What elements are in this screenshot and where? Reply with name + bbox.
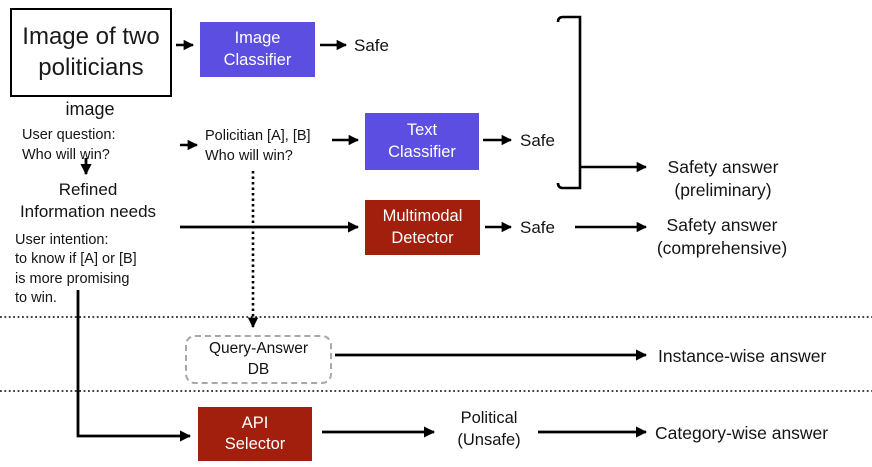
safety-answer-preliminary-line: (preliminary)	[674, 179, 772, 200]
refined-information-needs-label: Refined Information needs	[0, 179, 176, 224]
input-image-line: Image of two	[22, 23, 160, 51]
politician-query-line: Policitian [A], [B]	[205, 128, 311, 144]
input-image-node: Image of two politicians	[10, 8, 172, 97]
safe-label-multimodal: Safe	[520, 218, 555, 237]
query-answer-db-line: DB	[247, 360, 270, 378]
query-answer-db-node: Query-Answer DB	[185, 335, 332, 384]
image-classifier-line: Classifier	[223, 50, 292, 69]
user-question-line: User question:	[22, 127, 116, 143]
user-question-line: Who will win?	[22, 146, 110, 163]
text-classifier-line: Classifier	[388, 142, 456, 161]
image-classifier-node: Image Classifier	[200, 22, 315, 77]
text-classifier-node: Text Classifier	[365, 113, 479, 170]
api-selector-line: API	[241, 413, 269, 432]
text-classifier-line: Text	[406, 121, 438, 140]
political-unsafe-label: Political (Unsafe)	[448, 407, 530, 452]
safety-answer-comprehensive-line: Safety answer	[666, 215, 778, 235]
category-wise-answer-label: Category-wise answer	[655, 423, 829, 443]
instance-wise-answer-label: Instance-wise answer	[658, 346, 827, 366]
user-question-label: User question: Who will win?	[22, 126, 116, 165]
safety-answer-comprehensive-line: (comprehensive)	[656, 237, 788, 258]
political-unsafe-line: (Unsafe)	[457, 431, 521, 450]
multimodal-detector-line: Multimodal	[382, 207, 463, 226]
safety-answer-comprehensive-label: Safety answer (comprehensive)	[634, 214, 810, 260]
image-classifier-line: Image	[234, 29, 281, 48]
user-intention-line: to win.	[15, 289, 57, 306]
input-image-line: politicians	[38, 53, 144, 81]
user-intention-label: User intention: to know if [A] or [B] is…	[15, 231, 137, 308]
api-selector-line: Selector	[224, 435, 286, 453]
image-caption-label: image	[65, 99, 115, 119]
user-intention-line: User intention:	[15, 232, 109, 248]
political-unsafe-line: Political	[460, 409, 518, 427]
politician-query-label: Policitian [A], [B] Who will win?	[205, 127, 311, 166]
refined-line: Information needs	[19, 202, 157, 222]
safe-label-image: Safe	[354, 36, 389, 55]
query-answer-db-line: Query-Answer	[208, 339, 309, 357]
refined-line: Refined	[58, 180, 118, 199]
bracket-right	[556, 15, 582, 190]
politician-query-line: Who will win?	[205, 147, 293, 164]
user-intention-line: to know if [A] or [B]	[15, 251, 137, 268]
safety-answer-preliminary-label: Safety answer (preliminary)	[640, 156, 806, 202]
multimodal-detector-line: Detector	[391, 228, 454, 247]
safety-answer-preliminary-line: Safety answer	[667, 157, 779, 177]
safe-label-text: Safe	[520, 131, 555, 150]
elbow-refined-to-api-selector	[76, 290, 192, 442]
multimodal-detector-node: Multimodal Detector	[365, 200, 480, 255]
user-intention-line: is more promising	[15, 270, 130, 287]
api-selector-node: API Selector	[198, 407, 312, 461]
